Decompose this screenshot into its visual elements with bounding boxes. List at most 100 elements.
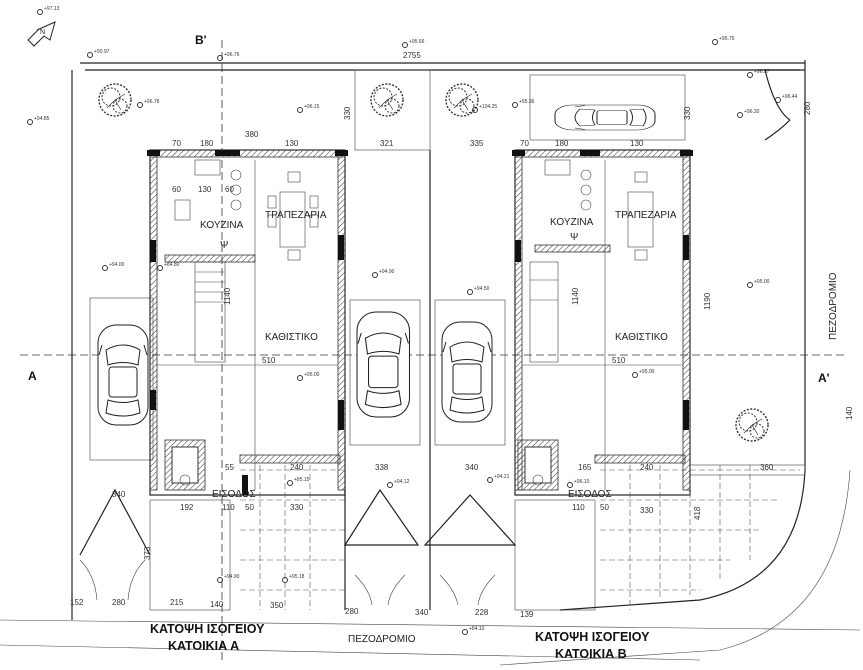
spot-elevation-label: +96.76 xyxy=(224,52,240,58)
spot-elevation-label: +84.80 xyxy=(164,262,180,268)
room-label-living-a: ΚΑΘΙΣΤΙΚΟ xyxy=(265,332,318,343)
dimension-label: 280 xyxy=(803,101,812,115)
spot-elevation-icon xyxy=(137,102,143,108)
dimension-label: 240 xyxy=(290,463,304,472)
spot-elevation-label: +94.90 xyxy=(224,574,240,580)
spot-elevation-icon xyxy=(462,629,468,635)
section-marker-b: B' xyxy=(195,33,207,47)
tree-icon xyxy=(735,408,769,442)
dimension-label: 340 xyxy=(415,608,429,617)
room-label-dining-b: ΤΡΑΠΕΖΑΡΙΑ xyxy=(615,210,677,221)
spot-elevation-icon xyxy=(632,372,638,378)
dimension-label: 192 xyxy=(180,503,194,512)
spot-elevation-label: +94.50 xyxy=(474,286,490,292)
dimension-label: 50 xyxy=(600,503,609,512)
spot-elevation-icon xyxy=(747,72,753,78)
tree-icon xyxy=(370,83,404,117)
spot-elevation-icon xyxy=(467,289,473,295)
dimension-label: 335 xyxy=(470,139,484,148)
car-icon xyxy=(554,104,656,131)
spot-elevation-label: +95.18 xyxy=(289,574,305,580)
plan-title-b: ΚΑΤΟΨΗ ΙΣΟΓΕΙΟΥ xyxy=(535,630,650,644)
dimension-label: 228 xyxy=(475,608,489,617)
dimension-label: 330 xyxy=(683,106,692,120)
car-icon xyxy=(356,311,411,418)
dimension-label: 55 xyxy=(225,463,234,472)
dimension-label: 130 xyxy=(285,139,299,148)
spot-elevation-label: +94.00 xyxy=(109,262,125,268)
spot-elevation-label: +96.78 xyxy=(144,99,160,105)
room-label-living-b: ΚΑΘΙΣΤΙΚΟ xyxy=(615,332,668,343)
spot-elevation-icon xyxy=(87,52,93,58)
spot-elevation-icon xyxy=(712,39,718,45)
spot-elevation-icon xyxy=(297,375,303,381)
dimension-label: 350 xyxy=(270,601,284,610)
dimension-label: 360 xyxy=(760,463,774,472)
house-label-b: ΚΑΤΟΙΚΙΑ Β xyxy=(555,647,627,661)
spot-elevation-label: +97.13 xyxy=(44,6,60,12)
dimension-label: 70 xyxy=(520,139,529,148)
spot-elevation-label: +94.90 xyxy=(379,269,395,275)
dimension-label: 180 xyxy=(200,139,214,148)
dimension-label: 130 xyxy=(630,139,644,148)
spot-elevation-label: +94.85 xyxy=(34,116,50,122)
dimension-label: 380 xyxy=(245,130,259,139)
street-label-bottom: ΠΕΖΟΔΡΟΜΙΟ xyxy=(348,634,416,645)
dimension-label: 240 xyxy=(640,463,654,472)
dimension-label: 510 xyxy=(262,356,276,365)
spot-elevation-icon xyxy=(737,112,743,118)
spot-elevation-icon xyxy=(567,482,573,488)
spot-elevation-label: +95.36 xyxy=(519,99,535,105)
dimension-label: 130 xyxy=(198,185,212,194)
spot-elevation-label: +95.00 xyxy=(754,279,770,285)
spot-elevation-label: +95.00 xyxy=(304,372,320,378)
flue-symbol: Ψ xyxy=(570,232,578,243)
spot-elevation-label: +96.30 xyxy=(744,109,760,115)
dimension-label: 2755 xyxy=(403,51,421,60)
svg-text:N: N xyxy=(40,29,45,36)
spot-elevation-icon xyxy=(282,577,288,583)
spot-elevation-icon xyxy=(775,97,781,103)
north-arrow-icon: N xyxy=(27,21,56,47)
dimension-label: 165 xyxy=(578,463,592,472)
room-label-kitchen-b: ΚΟΥΖΙΝΑ xyxy=(550,217,594,228)
house-label-a: ΚΑΤΟΙΚΙΑ Α xyxy=(168,639,239,653)
dimension-label: 340 xyxy=(112,490,126,499)
spot-elevation-icon xyxy=(747,282,753,288)
dimension-label: 110 xyxy=(222,503,235,512)
dimension-label: 70 xyxy=(172,139,181,148)
dimension-label: 373 xyxy=(143,546,152,560)
site-boundary xyxy=(0,40,861,666)
section-marker-a-prime: A' xyxy=(818,371,830,385)
spot-elevation-icon xyxy=(387,482,393,488)
room-label-dining-a: ΤΡΑΠΕΖΑΡΙΑ xyxy=(265,210,327,221)
dimension-label: 50 xyxy=(245,503,254,512)
spot-elevation-icon xyxy=(372,272,378,278)
car-icon xyxy=(97,324,149,426)
dimension-label: 140 xyxy=(845,406,854,420)
spot-elevation-icon xyxy=(217,55,223,61)
spot-elevation-icon xyxy=(37,9,43,15)
dimension-label: 510 xyxy=(612,356,626,365)
car-icon xyxy=(441,321,493,423)
house-b: ΚΟΥΖΙΝΑ ΤΡΑΠΕΖΑΡΙΑ ΚΑΘΙΣΤΙΚΟ ΕΙΣΟΔΟΣ Ψ xyxy=(512,149,693,500)
parking-space-b xyxy=(434,299,506,446)
dimension-label: 330 xyxy=(343,106,352,120)
spot-elevation-label: +85.15 xyxy=(294,477,310,483)
dimension-label: 1140 xyxy=(223,287,232,305)
street-label-right: ΠΕΖΟΔΡΟΜΙΟ xyxy=(828,272,839,340)
dimension-label: 60 xyxy=(225,185,234,194)
spot-elevation-icon xyxy=(297,107,303,113)
dimension-label: 60 xyxy=(172,185,181,194)
dimension-label: 1140 xyxy=(571,287,580,305)
parking-space-mid xyxy=(349,299,421,446)
spot-elevation-icon xyxy=(402,42,408,48)
dimension-label: 110 xyxy=(572,503,585,512)
spot-elevation-icon xyxy=(27,119,33,125)
dimension-label: 280 xyxy=(345,607,359,616)
paved-areas xyxy=(149,464,806,611)
spot-elevation-icon xyxy=(472,107,478,113)
spot-elevation-icon xyxy=(157,265,163,271)
dimension-label: 180 xyxy=(555,139,569,148)
